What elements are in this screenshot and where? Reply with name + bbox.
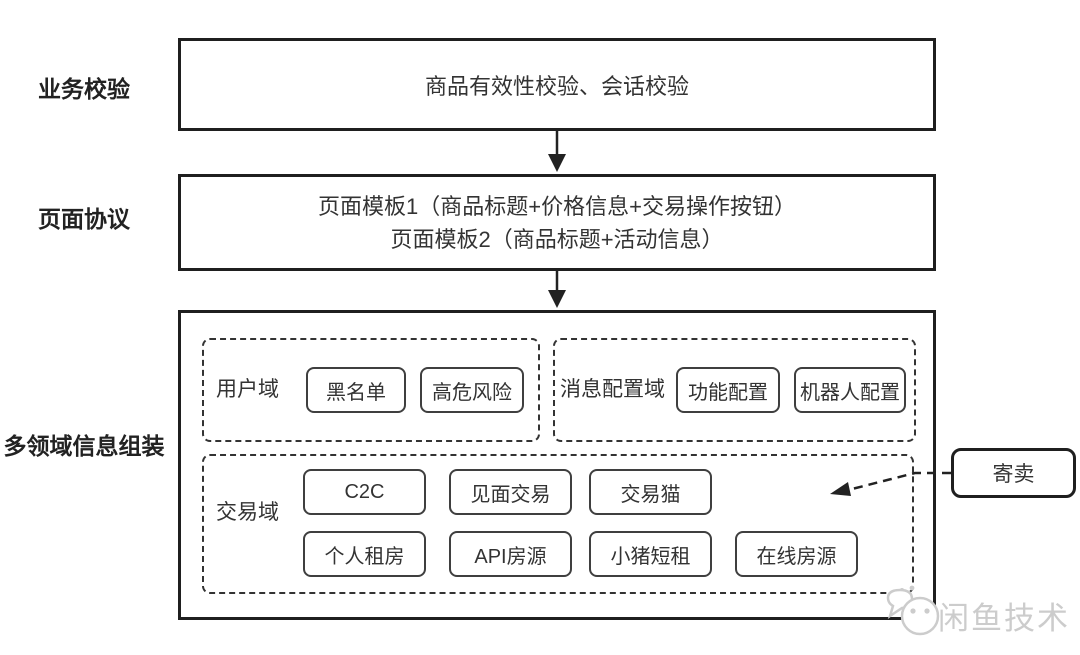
node-personal-rental: 个人租房 — [303, 531, 426, 577]
node-online-housing: 在线房源 — [735, 531, 858, 577]
node-high-risk: 高危风险 — [420, 367, 524, 413]
message-config-domain-group — [553, 338, 916, 442]
node-xiaozhu-rental-label: 小猪短租 — [610, 545, 691, 568]
xianyu-fish-logo-icon — [886, 585, 940, 636]
node-online-housing-label: 在线房源 — [756, 545, 837, 568]
node-c2c: C2C — [303, 469, 426, 515]
consignment-box: 寄卖 — [951, 448, 1076, 498]
trade-domain-group — [202, 454, 914, 594]
business-validation-text: 商品有效性校验、会话校验 — [424, 73, 689, 99]
page-protocol-box: 页面模板1（商品标题+价格信息+交易操作按钮） 页面模板2（商品标题+活动信息） — [178, 174, 936, 271]
node-meetup-trade: 见面交易 — [449, 469, 572, 515]
page-template-1-line: 页面模板1（商品标题+价格信息+交易操作按钮） — [318, 193, 796, 219]
down-arrow-icon — [548, 270, 566, 308]
node-jiaoyimao-label: 交易猫 — [620, 483, 681, 506]
node-robot-config-label: 机器人配置 — [800, 381, 900, 404]
row-label-multidomain-assembly: 多领域信息组装 — [3, 433, 165, 459]
node-blacklist-label: 黑名单 — [326, 381, 386, 404]
trade-domain-label: 交易域 — [216, 501, 279, 524]
node-robot-config: 机器人配置 — [794, 367, 906, 413]
watermark-text: 闲鱼技术 — [938, 601, 1070, 636]
node-high-risk-label: 高危风险 — [432, 381, 512, 404]
node-api-housing-label: API房源 — [474, 545, 547, 568]
node-function-config-label: 功能配置 — [688, 381, 768, 404]
page-protocol-text: 页面模板1（商品标题+价格信息+交易操作按钮） 页面模板2（商品标题+活动信息） — [318, 190, 796, 256]
row-label-business-validation: 业务校验 — [38, 76, 130, 102]
node-meetup-trade-label: 见面交易 — [470, 483, 551, 506]
node-personal-rental-label: 个人租房 — [324, 545, 405, 568]
message-config-domain-label: 消息配置域 — [560, 378, 665, 401]
page-template-2-line: 页面模板2（商品标题+活动信息） — [390, 226, 724, 252]
node-blacklist: 黑名单 — [306, 367, 406, 413]
node-jiaoyimao: 交易猫 — [589, 469, 712, 515]
business-validation-box: 商品有效性校验、会话校验 — [178, 38, 936, 131]
user-domain-group — [202, 338, 540, 442]
node-function-config: 功能配置 — [676, 367, 780, 413]
consignment-box-label: 寄卖 — [992, 463, 1035, 486]
down-arrow-icon — [548, 130, 566, 172]
node-c2c-label: C2C — [344, 480, 385, 503]
user-domain-label: 用户域 — [216, 378, 279, 401]
node-xiaozhu-rental: 小猪短租 — [589, 531, 712, 577]
node-api-housing: API房源 — [449, 531, 572, 577]
row-label-page-protocol: 页面协议 — [38, 206, 130, 232]
